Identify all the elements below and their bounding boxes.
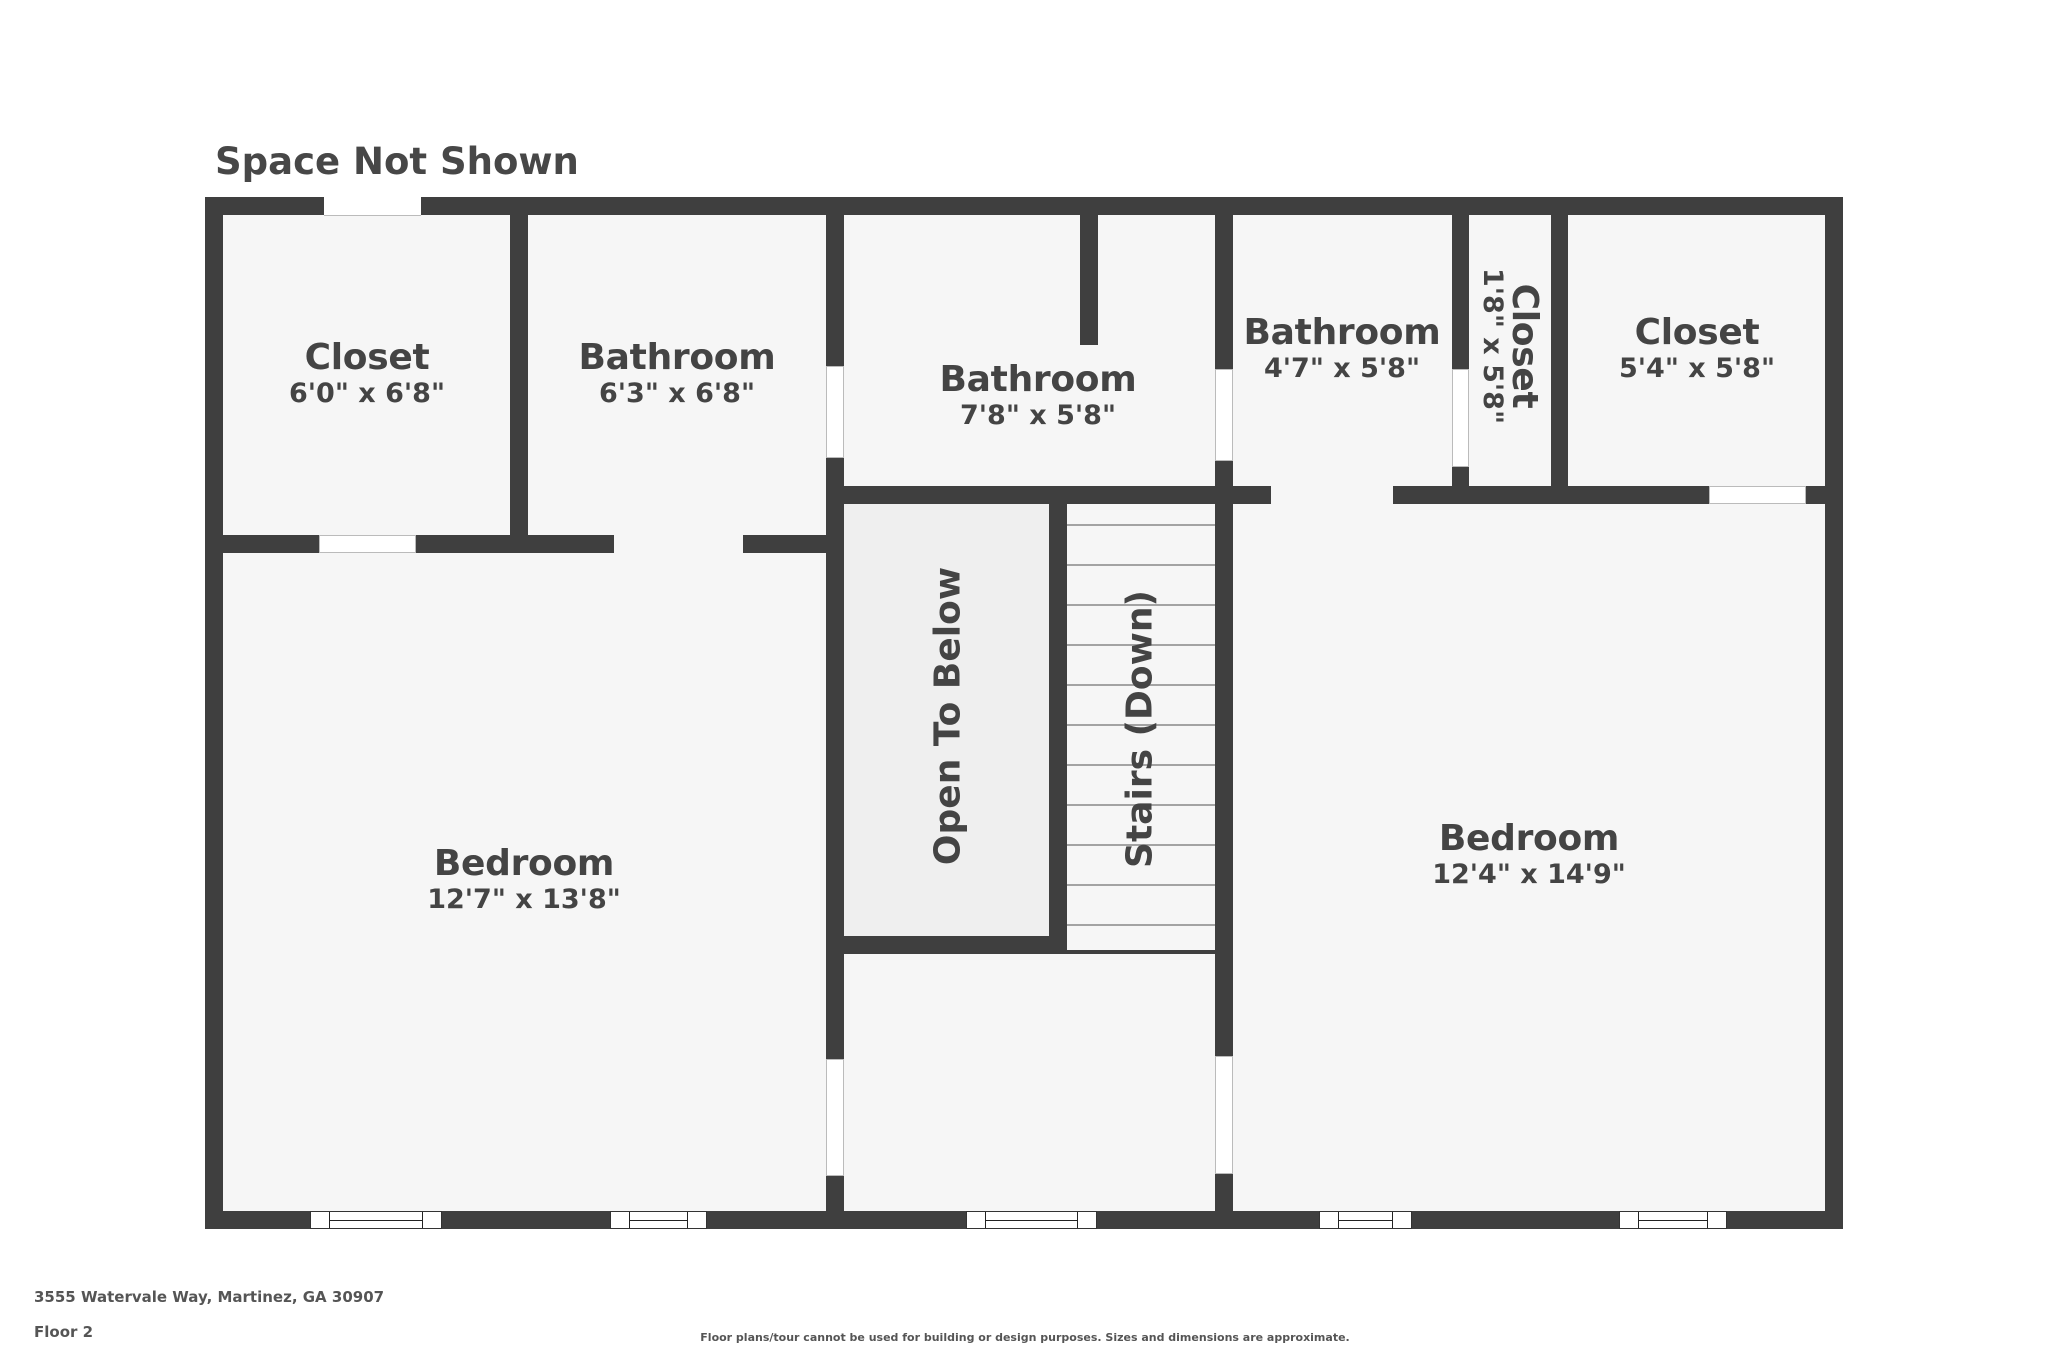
room-dimensions: 6'3" x 6'8" [598, 378, 756, 409]
opening-closet-bedroom-right [1709, 486, 1806, 504]
wall-left-horizontal-a [223, 535, 614, 553]
room-name: Bathroom [578, 337, 776, 378]
room-open-to-below: Open To Below [927, 566, 969, 866]
exterior-wall-top [205, 197, 1843, 215]
space-not-shown-note: Space Not Shown [215, 140, 579, 183]
opening-center-upper [826, 366, 844, 458]
room-dimensions: 6'0" x 6'8" [288, 378, 446, 409]
window-2 [610, 1211, 707, 1229]
room-closet-2: Closet 1'8" x 5'8" [1477, 267, 1545, 425]
room-dimensions: 1'8" x 5'8" [1477, 267, 1508, 425]
room-name: Bathroom [939, 359, 1137, 400]
wall-bath-stub [1080, 215, 1098, 345]
window-3 [966, 1211, 1097, 1229]
room-bathroom-2: Bathroom 7'8" x 5'8" [940, 360, 1137, 432]
room-bedroom-1: Bedroom 12'7" x 13'8" [427, 844, 621, 916]
wall-otb-bottom [844, 936, 1067, 954]
room-dimensions: 12'4" x 14'9" [1432, 859, 1626, 890]
wall-center-left [826, 215, 844, 1211]
room-dimensions: 7'8" x 5'8" [959, 400, 1117, 431]
room-dimensions: 12'7" x 13'8" [427, 884, 621, 915]
wall-closet-closet [1551, 215, 1568, 495]
opening-right-lower [1215, 1056, 1233, 1174]
floor-label: Floor 2 [34, 1323, 94, 1341]
opening-closet-bedroom [319, 535, 416, 553]
exterior-wall-right [1825, 197, 1843, 1229]
room-bathroom-3: Bathroom 4'7" x 5'8" [1244, 313, 1441, 385]
room-bathroom-1: Bathroom 6'3" x 6'8" [579, 338, 776, 410]
room-name: Closet [1634, 312, 1760, 353]
window-1 [310, 1211, 442, 1229]
wall-center-right [1215, 215, 1233, 1211]
room-dimensions: 5'4" x 5'8" [1618, 353, 1776, 384]
room-name: Bedroom [433, 843, 615, 884]
room-stairs-down: Stairs (Down) [1119, 590, 1161, 868]
room-name: Closet [1504, 283, 1545, 409]
wall-otb-right [1049, 504, 1067, 954]
opening-bath-closet [1452, 369, 1469, 467]
opening-right-upper [1215, 369, 1233, 461]
opening-top-closet [324, 197, 421, 216]
room-closet-3: Closet 5'4" x 5'8" [1619, 313, 1775, 385]
wall-left-horizontal-b [743, 535, 826, 553]
open-to-below-area [844, 504, 1049, 936]
room-name: Closet [304, 337, 430, 378]
window-4 [1319, 1211, 1412, 1229]
window-5 [1619, 1211, 1727, 1229]
room-name: Bathroom [1243, 312, 1441, 353]
wall-center-horizontal-a [844, 486, 1271, 504]
room-dimensions: 4'7" x 5'8" [1263, 353, 1421, 384]
exterior-wall-left [205, 197, 223, 1229]
disclaimer: Floor plans/tour cannot be used for buil… [700, 1331, 1350, 1344]
room-name: Bedroom [1438, 818, 1620, 859]
opening-center-lower [826, 1059, 844, 1176]
room-bedroom-2: Bedroom 12'4" x 14'9" [1432, 819, 1626, 891]
wall-closet-bath [510, 215, 528, 553]
property-address: 3555 Watervale Way, Martinez, GA 30907 [34, 1288, 385, 1306]
room-closet-1: Closet 6'0" x 6'8" [289, 338, 445, 410]
